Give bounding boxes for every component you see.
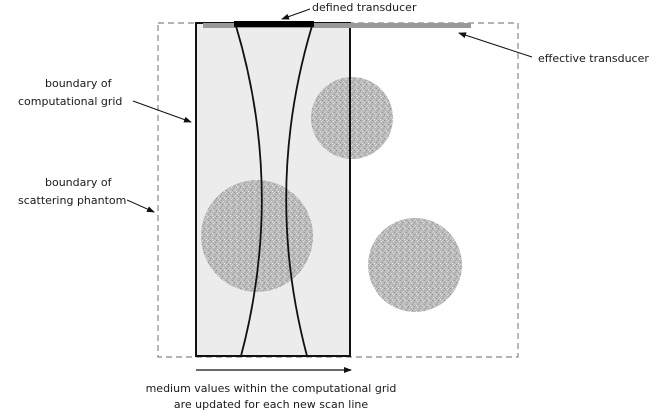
scattering-phantom-label-line2: scattering phantom (18, 194, 126, 207)
effective-transducer-arrow (458, 32, 533, 58)
effective-transducer (203, 23, 471, 28)
scatterer-bottom-right (368, 218, 462, 312)
beam-left-edge (235, 25, 263, 357)
caption-line2: are updated for each new scan line (174, 398, 368, 411)
computational-grid-label-line2: computational grid (18, 95, 122, 108)
computational-grid-label-line1: boundary of (45, 77, 113, 90)
defined-transducer (234, 21, 314, 27)
scattering-phantom-arrow (126, 199, 155, 213)
scattering-phantom-label-line1: boundary of (45, 176, 113, 189)
defined-transducer-arrow (281, 8, 311, 20)
effective-transducer-label: effective transducer (538, 52, 649, 65)
defined-transducer-label: defined transducer (312, 1, 417, 14)
beam-right-edge (285, 25, 313, 357)
caption-line1: medium values within the computational g… (146, 382, 397, 395)
scatterer-top-right (311, 77, 393, 159)
scatterer-left (201, 180, 313, 292)
computational-grid-arrow (132, 100, 192, 123)
